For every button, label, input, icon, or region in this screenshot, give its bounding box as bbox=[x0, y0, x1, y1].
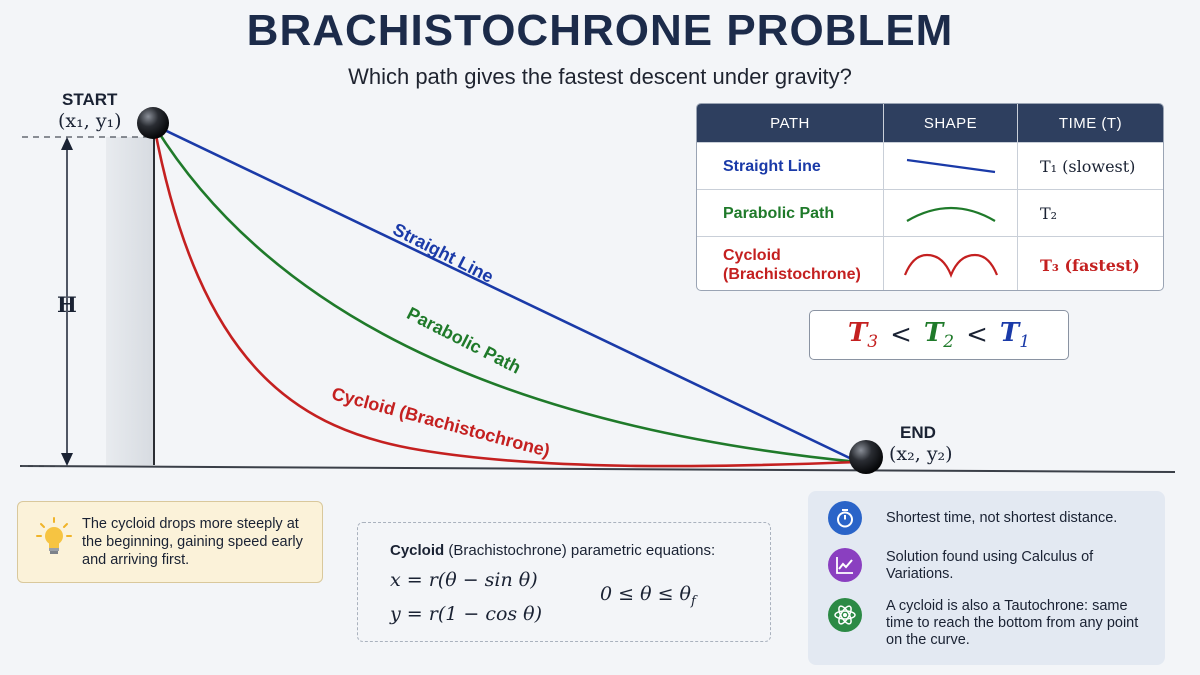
fact-text: Shortest time, not shortest distance. bbox=[886, 510, 1118, 526]
tip-text: The cycloid drops more steeply at the be… bbox=[82, 516, 303, 568]
page-title: BRACHISTOCHRONE PROBLEM bbox=[246, 6, 954, 55]
start-ball bbox=[137, 107, 169, 139]
height-arrow-top bbox=[61, 137, 73, 150]
fact-item: A cycloid is also a Tautochrone: same ti… bbox=[828, 598, 1144, 649]
less-than-1: < bbox=[890, 320, 912, 350]
height-label: H bbox=[57, 292, 77, 317]
comparison-table: PATH SHAPE TIME (T) Straight Line T₁ (sl… bbox=[696, 103, 1164, 291]
t1-symbol: T1 bbox=[999, 317, 1031, 353]
tip-box: The cycloid drops more steeply at the be… bbox=[17, 501, 323, 583]
stopwatch-icon bbox=[828, 501, 862, 535]
cycloid-arches-icon bbox=[903, 253, 998, 278]
parabola-icon bbox=[905, 206, 996, 222]
row-shape-straight bbox=[883, 143, 1017, 189]
height-arrow-bottom bbox=[61, 453, 73, 466]
theta-range: 0 ≤ θ ≤ θf bbox=[600, 583, 696, 609]
end-coordinates: (x₂, y₂) bbox=[889, 443, 953, 465]
table-row: Straight Line T₁ (slowest) bbox=[697, 142, 1163, 189]
time-inequality: T3 < T2 < T1 bbox=[809, 310, 1069, 360]
row-time-parabolic: T₂ bbox=[1017, 190, 1163, 236]
row-time-cycloid: T₃ (fastest) bbox=[1017, 237, 1163, 290]
equation-y: y = r(1 − cos θ) bbox=[390, 603, 543, 625]
row-path-cycloid: Cycloid (Brachistochrone) bbox=[723, 247, 861, 283]
row-time-straight: T₁ (slowest) bbox=[1017, 143, 1163, 189]
header-shape: SHAPE bbox=[883, 104, 1017, 142]
parabolic-path bbox=[152, 124, 859, 464]
start-coordinates: (x₁, y₁) bbox=[58, 110, 122, 132]
header-time: TIME (T) bbox=[1017, 104, 1163, 142]
equations-box: Cycloid (Brachistochrone) parametric equ… bbox=[357, 522, 771, 642]
row-shape-cycloid bbox=[883, 237, 1017, 290]
equations-heading: Cycloid (Brachistochrone) parametric equ… bbox=[390, 542, 716, 559]
page-subtitle: Which path gives the fastest descent und… bbox=[348, 64, 852, 89]
table-row: Parabolic Path T₂ bbox=[697, 189, 1163, 236]
row-path-parabolic: Parabolic Path bbox=[723, 204, 835, 222]
start-wall bbox=[106, 137, 154, 465]
table-header-row: PATH SHAPE TIME (T) bbox=[697, 104, 1163, 142]
straight-line-path bbox=[153, 123, 859, 464]
atom-icon bbox=[828, 598, 862, 632]
straight-line-icon bbox=[906, 158, 995, 174]
less-than-2: < bbox=[966, 320, 988, 350]
chart-trend-icon bbox=[828, 548, 862, 582]
equation-x: x = r(θ − sin θ) bbox=[390, 569, 538, 591]
cycloid-path bbox=[152, 124, 859, 468]
end-ball bbox=[849, 440, 883, 474]
lightbulb-icon bbox=[36, 517, 72, 554]
ground-line bbox=[19, 465, 1176, 473]
fact-text: Solution found using Calculus of Variati… bbox=[886, 549, 1094, 582]
fact-text: A cycloid is also a Tautochrone: same ti… bbox=[886, 598, 1139, 648]
t3-symbol: T3 bbox=[847, 317, 879, 353]
fact-item: Shortest time, not shortest distance. bbox=[828, 501, 1144, 535]
facts-panel: Shortest time, not shortest distance. So… bbox=[808, 491, 1165, 665]
t2-symbol: T2 bbox=[923, 317, 955, 353]
fact-item: Solution found using Calculus of Variati… bbox=[828, 548, 1144, 583]
header-path: PATH bbox=[770, 114, 810, 132]
row-path-straight: Straight Line bbox=[723, 157, 821, 175]
table-row: Cycloid (Brachistochrone) T₃ (fastest) bbox=[697, 236, 1163, 290]
row-shape-parabolic bbox=[883, 190, 1017, 236]
end-label: END bbox=[900, 423, 936, 442]
start-label: START bbox=[62, 90, 118, 109]
